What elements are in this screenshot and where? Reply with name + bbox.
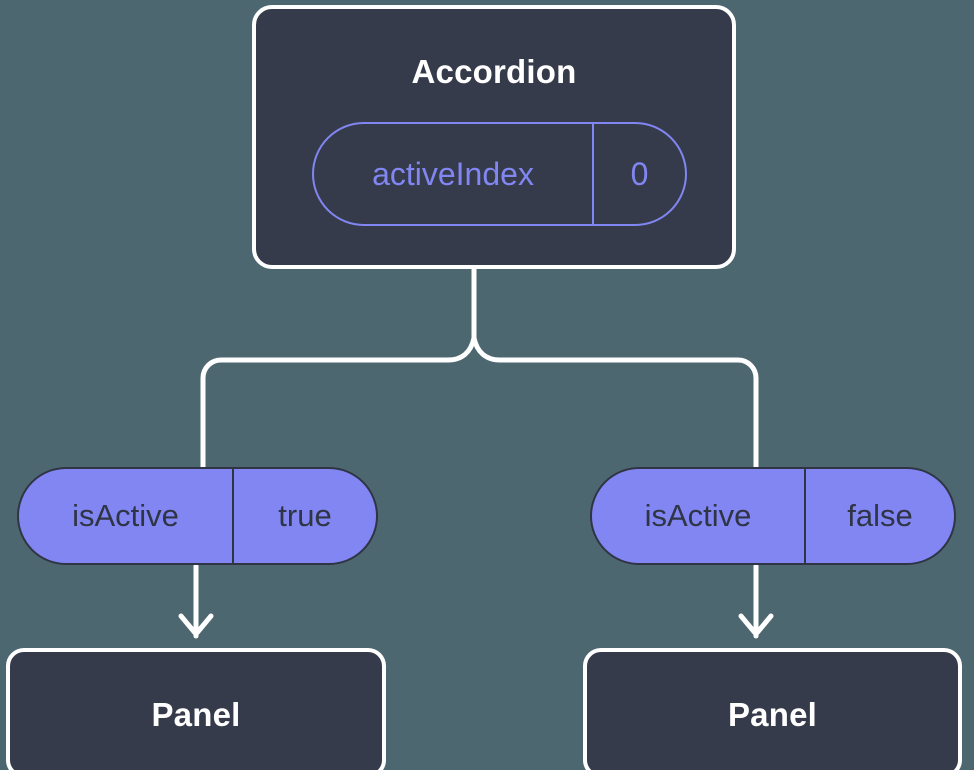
connector-fork-left: [200, 335, 477, 470]
node-accordion[interactable]: Accordion activeIndex 0: [252, 5, 736, 269]
node-panel-right[interactable]: Panel: [583, 648, 962, 770]
prop-pill-isactive-true[interactable]: isActive true: [17, 467, 378, 565]
prop-pill-activeindex-key: activeIndex: [314, 124, 594, 224]
prop-pill-isactive-false-key: isActive: [592, 469, 806, 563]
connector-fork-right: [471, 335, 759, 470]
node-panel-right-title: Panel: [727, 696, 818, 733]
arrowhead-left: [178, 613, 214, 637]
arrowhead-right: [738, 613, 774, 637]
prop-pill-isactive-false[interactable]: isActive false: [590, 467, 956, 565]
prop-pill-activeindex[interactable]: activeIndex 0: [312, 122, 687, 226]
prop-pill-isactive-true-key: isActive: [19, 469, 234, 563]
prop-pill-activeindex-value: 0: [630, 155, 649, 192]
prop-pill-isactive-true-value: true: [278, 498, 332, 533]
node-panel-left[interactable]: Panel: [6, 648, 386, 770]
node-panel-left-title: Panel: [151, 696, 241, 733]
prop-pill-isactive-false-value: false: [847, 498, 913, 533]
node-accordion-title: Accordion: [411, 53, 577, 90]
